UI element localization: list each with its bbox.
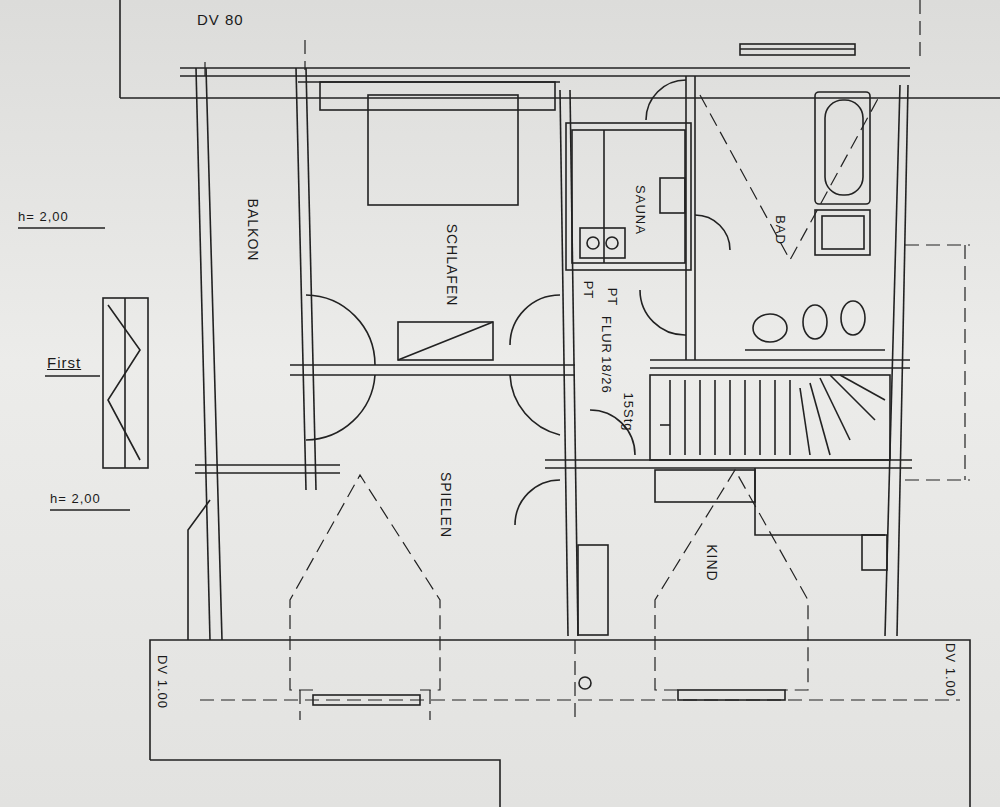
room-label: BALKON — [246, 199, 260, 262]
room-label: DV 1.00 — [156, 655, 169, 709]
room-label: 15Stg — [622, 393, 635, 432]
room-label: SCHLAFEN — [445, 224, 459, 307]
room-label: SPIELEN — [439, 472, 453, 538]
room-label: h= 2,00 — [50, 492, 101, 505]
room-label: DV 80 — [197, 12, 244, 27]
room-label: KIND — [705, 544, 719, 581]
room-label: BAD — [774, 215, 787, 245]
room-label: PT — [606, 288, 619, 307]
room-label: DV 1.00 — [944, 643, 957, 697]
room-label: h= 2,00 — [18, 210, 69, 223]
room-label: SAUNA — [634, 185, 647, 235]
room-label: PT — [582, 281, 595, 300]
room-label: FLUR — [600, 316, 613, 354]
room-label: 18/26 — [600, 356, 613, 394]
room-label: First — [47, 355, 81, 370]
